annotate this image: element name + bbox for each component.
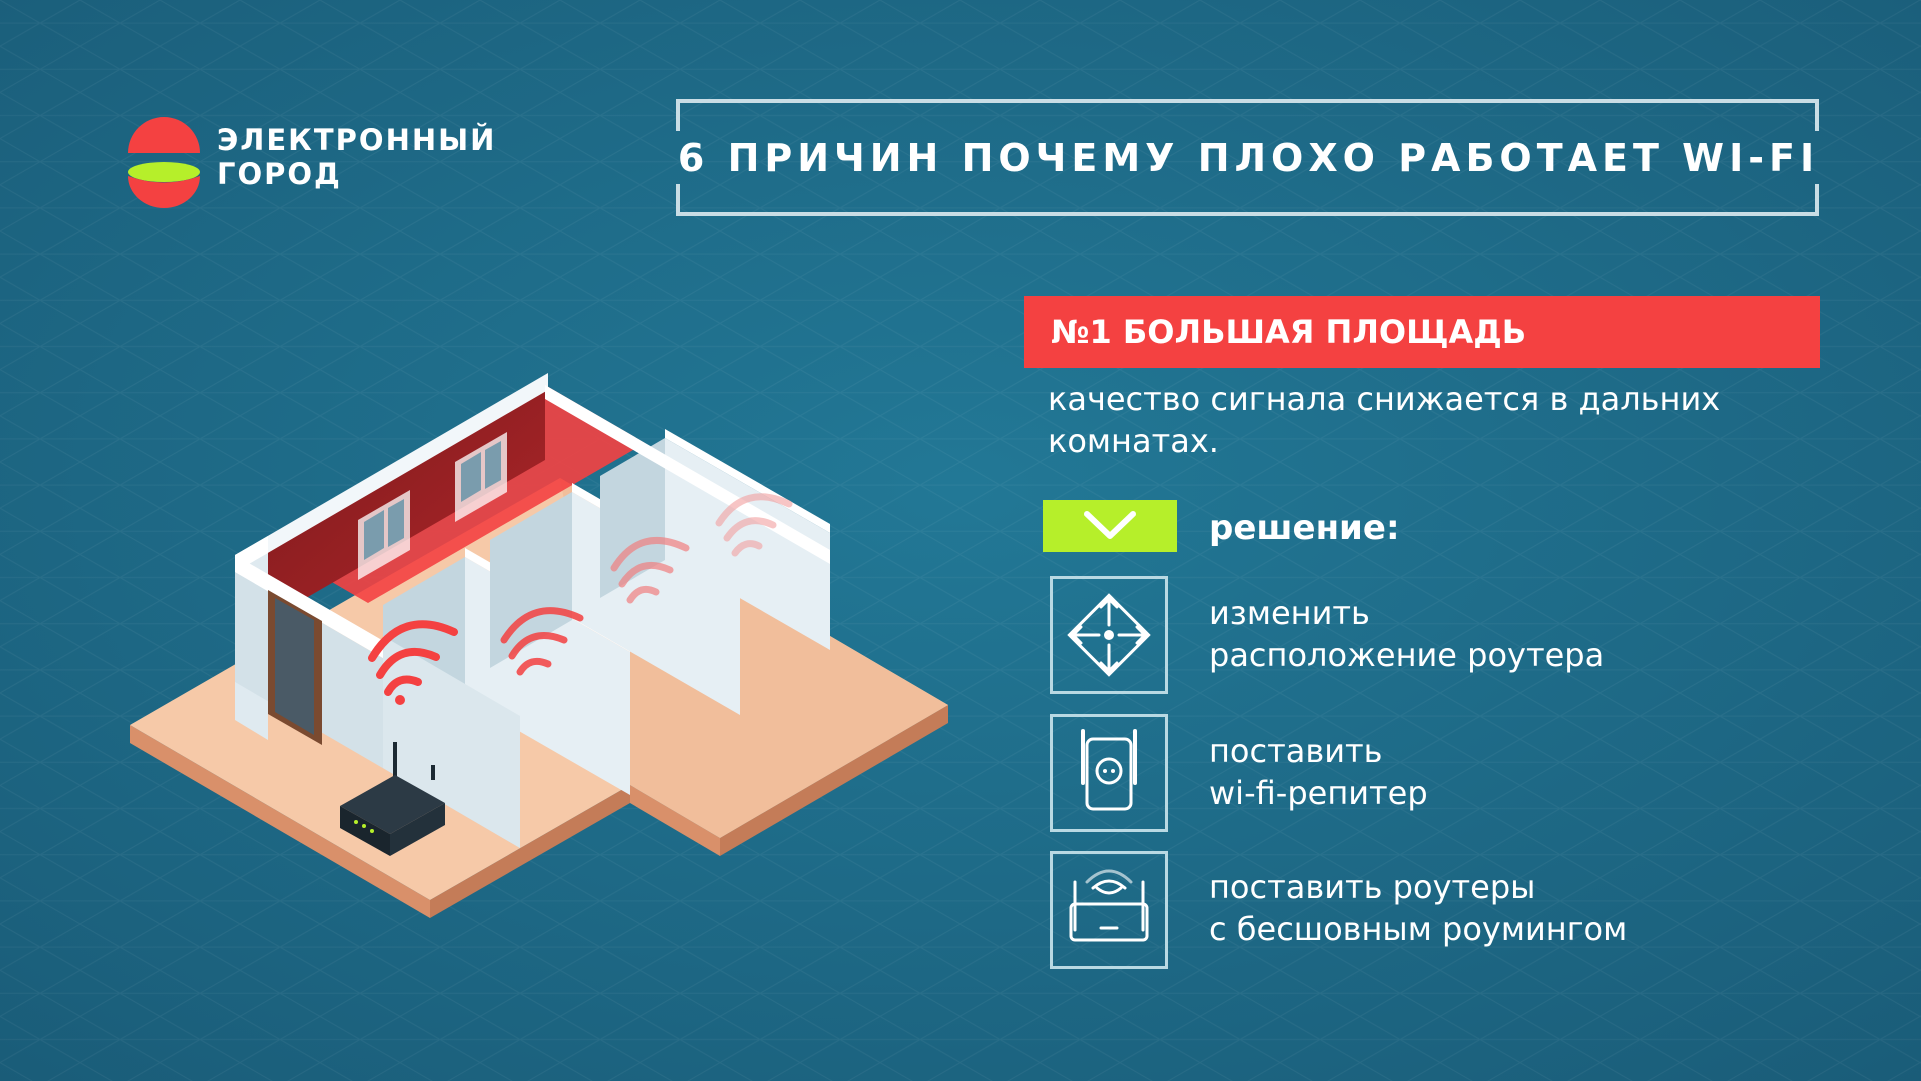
wifi-signal-icon [368,620,458,705]
solution-label: решение: [1209,508,1400,548]
wifi-signal-icon [610,537,690,604]
solution-item-2-line2: wi-fi-репитер [1209,774,1428,812]
mesh-router-icon [1069,869,1149,942]
window-icon [455,432,507,522]
solution-badge [1043,500,1177,552]
title-frame: 6 ПРИЧИН ПОЧЕМУ ПЛОХО РАБОТАЕТ WI-FI [676,99,1821,216]
solution-item-2-text: поставить wi-fi-репитер [1209,730,1769,814]
house-illustration [130,373,948,918]
solution-item-3-text: поставить роутеры с бесшовным роумингом [1209,866,1769,950]
solution-item-1-line1: изменить [1209,594,1370,632]
solution-item-3-icon [1050,851,1168,969]
move-arrows-icon [1067,593,1151,677]
wifi-signal-icon [715,493,793,557]
logo-text-line2: ГОРОД [217,157,342,191]
solution-item-1-line2: расположение роутера [1209,636,1605,674]
repeater-icon [1081,729,1137,811]
reason-heading: №1 БОЛЬШАЯ ПЛОЩАДЬ [1051,313,1527,351]
solution-item-3-line2: с бесшовным роумингом [1209,910,1628,948]
solution-item-2-line1: поставить [1209,732,1383,770]
reason-description: качество сигнала снижается в дальних ком… [1048,380,1721,460]
title-frame-bracket [676,99,1819,216]
reason-heading-bar: №1 БОЛЬШАЯ ПЛОЩАДЬ [1024,296,1820,368]
logo-text-line1: ЭЛЕКТРОННЫЙ [217,123,497,157]
checkmark-icon [1084,511,1136,539]
solution-item-2-icon [1050,714,1168,832]
wifi-signal-icon [500,607,584,676]
window-icon [358,490,410,580]
solution-item-3-line1: поставить роутеры [1209,868,1536,906]
page-title: 6 ПРИЧИН ПОЧЕМУ ПЛОХО РАБОТАЕТ WI-FI [677,135,1820,180]
logo-mark-icon [128,117,200,208]
router-icon [340,742,445,856]
brand-logo[interactable]: ЭЛЕКТРОННЫЙ ГОРОД [124,103,504,213]
solution-item-1-text: изменить расположение роутера [1209,592,1769,676]
solution-item-1-icon [1050,576,1168,694]
